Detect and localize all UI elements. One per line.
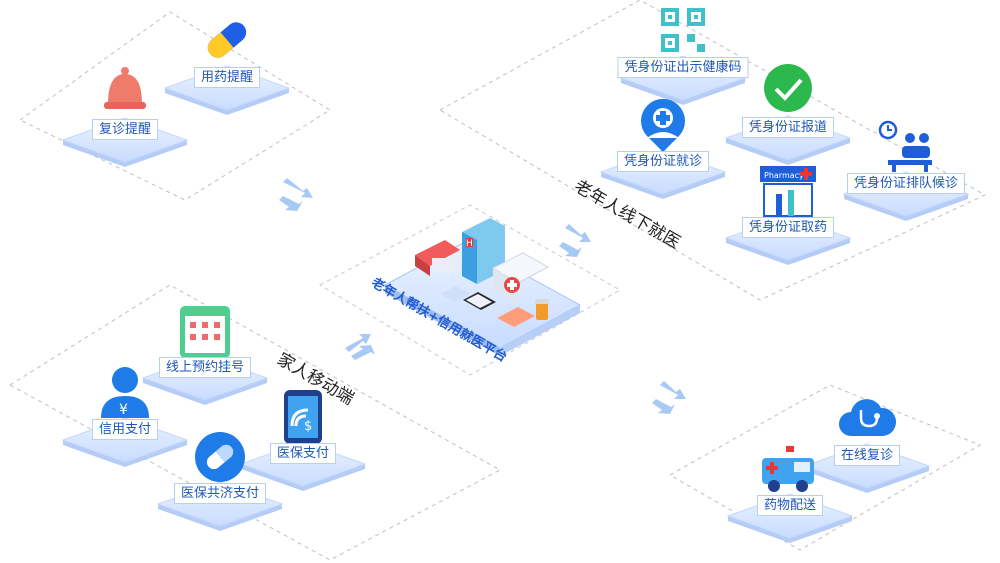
service-booking[interactable]: 线上预约挂号 (130, 302, 280, 392)
service-label: 用药提醒 (193, 67, 261, 88)
arrows-reminder-platform (279, 178, 313, 211)
service-mutual-pay[interactable]: 医保共济支付 (145, 428, 295, 518)
service-label: 医保共济支付 (173, 483, 267, 504)
alarm-bell-icon (104, 67, 146, 109)
user-credit-icon: ¥ (101, 367, 149, 418)
arrows-offline-platform (559, 224, 591, 257)
service-insurance-pay[interactable]: $ 医保支付 (228, 388, 378, 478)
reminder-zone-outline (19, 11, 331, 201)
service-label: 在线复诊 (833, 445, 901, 466)
phone-icon (463, 292, 496, 310)
service-label: 凭身份证就诊 (616, 151, 710, 172)
service-medicine-delivery[interactable]: 药物配送 (715, 440, 865, 530)
service-consult[interactable]: 凭身份证就诊 (588, 96, 738, 186)
service-label: 凭身份证排队候诊 (846, 173, 966, 194)
arrows-online-platform (652, 381, 686, 414)
service-label: 线上预约挂号 (158, 357, 252, 378)
service-medication-reminder[interactable]: 用药提醒 (152, 12, 302, 102)
qr-code-icon (661, 8, 705, 52)
service-online-revisit[interactable]: 在线复诊 (787, 390, 947, 480)
capsule-icon (207, 22, 247, 58)
capsule-circle-icon (195, 432, 245, 482)
service-label: 信用支付 (91, 419, 159, 440)
service-followup-reminder[interactable]: 复诊提醒 (50, 64, 200, 154)
pill-blister-icon (440, 286, 535, 327)
platform-zone-outline (318, 204, 622, 376)
stethoscope-cloud-icon (839, 399, 897, 436)
svg-text:¥: ¥ (119, 402, 128, 418)
pharmacy-sign-text: Pharmacy (764, 171, 804, 180)
waiting-seat-icon (878, 120, 932, 172)
medicine-bottle-icon (535, 299, 549, 320)
service-health-code[interactable]: 凭身份证出示健康码 (608, 2, 758, 92)
mobile-payment-icon: $ (284, 390, 322, 444)
pharmacy-icon: Pharmacy (760, 166, 816, 217)
service-label: 凭身份证出示健康码 (617, 57, 749, 78)
arrows-family-platform (345, 334, 375, 360)
service-queue[interactable]: 凭身份证排队候诊 (826, 118, 986, 208)
service-credit-pay[interactable]: ¥ 信用支付 (50, 364, 200, 454)
service-label: 凭身份证报道 (741, 117, 835, 138)
calendar-icon (180, 306, 230, 358)
service-label: 药物配送 (756, 495, 824, 516)
delivery-vehicle-icon (762, 446, 814, 492)
checkmark-icon (764, 64, 812, 112)
svg-text:$: $ (304, 419, 312, 434)
service-pickup[interactable]: Pharmacy 凭身份证取药 (713, 162, 863, 252)
service-register[interactable]: 凭身份证报道 (713, 62, 863, 152)
medical-kit-icon (491, 252, 550, 305)
doctor-pin-icon (641, 98, 685, 152)
service-label: 医保支付 (269, 443, 337, 464)
service-label: 复诊提醒 (91, 119, 159, 140)
offline-zone-outline (438, 0, 987, 301)
svg-text:H: H (466, 239, 473, 249)
ambulance-icon (415, 240, 460, 276)
service-label: 凭身份证取药 (741, 217, 835, 238)
